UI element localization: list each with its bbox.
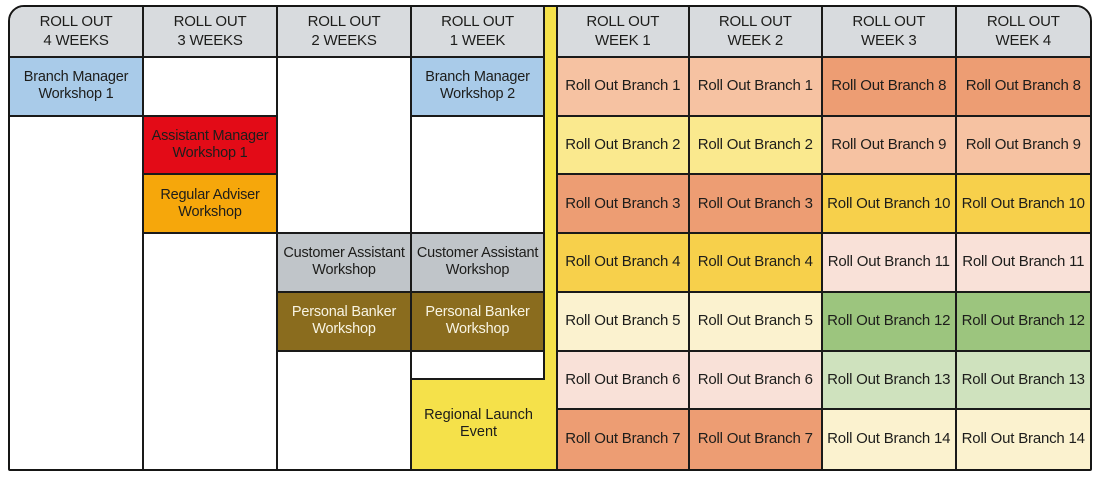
empty-cell xyxy=(278,58,412,235)
workshop-block-customer-assistant-wk1: Customer Assistant Workshop xyxy=(412,234,545,293)
branch-cell: Roll Out Branch 9 xyxy=(956,116,1090,176)
branch-cell: Roll Out Branch 6 xyxy=(689,351,823,411)
branch-cell: Roll Out Branch 8 xyxy=(823,58,957,117)
branch-cell: Roll Out Branch 5 xyxy=(556,292,690,352)
workshop-block-regular-adviser: Regular Adviser Workshop xyxy=(144,175,278,235)
branch-cell: Roll Out Branch 3 xyxy=(689,175,823,235)
header-line-2: WEEK 2 xyxy=(727,31,784,49)
branch-cell: Roll Out Branch 7 xyxy=(556,410,690,469)
header-line-1: ROLL OUT xyxy=(307,13,381,31)
header-line-1: ROLL OUT xyxy=(986,13,1060,31)
branch-cell: Roll Out Branch 9 xyxy=(823,116,957,176)
workshop-block-assistant-manager-1: Assistant Manager Workshop 1 xyxy=(144,116,278,176)
column-header-rollout-1-week: ROLL OUT 1 WEEK xyxy=(412,7,545,58)
empty-cell xyxy=(412,116,545,235)
column-header-rollout-4-weeks: ROLL OUT 4 WEEKS xyxy=(10,7,144,58)
column-header-rollout-week-3: ROLL OUT WEEK 3 xyxy=(823,7,957,58)
branch-cell: Roll Out Branch 1 xyxy=(556,58,690,117)
header-line-2: 3 WEEKS xyxy=(177,31,243,49)
header-line-2: WEEK 4 xyxy=(995,31,1052,49)
branch-cell: Roll Out Branch 12 xyxy=(823,292,957,352)
header-line-1: ROLL OUT xyxy=(173,13,247,31)
launch-event-stack: Regional Launch Event xyxy=(412,351,545,469)
rollout-plan-table: ROLL OUT 4 WEEKS ROLL OUT 3 WEEKS ROLL O… xyxy=(8,5,1092,471)
branch-cell: Roll Out Branch 13 xyxy=(823,351,957,411)
column-header-rollout-2-weeks: ROLL OUT 2 WEEKS xyxy=(278,7,412,58)
branch-cell: Roll Out Branch 10 xyxy=(956,175,1090,235)
branch-cell: Roll Out Branch 14 xyxy=(956,410,1090,469)
workshop-block-branch-manager-2: Branch Manager Workshop 2 xyxy=(412,58,545,117)
event-block-regional-launch: Regional Launch Event xyxy=(412,379,545,469)
branch-cell: Roll Out Branch 8 xyxy=(956,58,1090,117)
empty-cell xyxy=(412,351,545,380)
branch-cell: Roll Out Branch 3 xyxy=(556,175,690,235)
header-line-2: 1 WEEK xyxy=(449,31,506,49)
column-header-rollout-week-2: ROLL OUT WEEK 2 xyxy=(689,7,823,58)
workshop-block-personal-banker-wk2: Personal Banker Workshop xyxy=(278,292,412,352)
empty-cell xyxy=(10,116,144,469)
branch-cell: Roll Out Branch 11 xyxy=(956,234,1090,293)
header-line-2: WEEK 3 xyxy=(861,31,917,49)
launch-day-divider-bar xyxy=(545,7,556,469)
header-line-1: ROLL OUT xyxy=(586,13,660,31)
column-header-rollout-week-4: ROLL OUT WEEK 4 xyxy=(956,7,1090,58)
empty-cell xyxy=(278,351,412,469)
empty-cell xyxy=(144,58,278,117)
branch-cell: Roll Out Branch 5 xyxy=(689,292,823,352)
header-line-1: ROLL OUT xyxy=(441,13,514,31)
branch-cell: Roll Out Branch 11 xyxy=(823,234,957,293)
branch-cell: Roll Out Branch 4 xyxy=(556,234,690,293)
branch-cell: Roll Out Branch 6 xyxy=(556,351,690,411)
branch-cell: Roll Out Branch 2 xyxy=(556,116,690,176)
empty-cell xyxy=(144,234,278,469)
branch-cell: Roll Out Branch 10 xyxy=(823,175,957,235)
branch-cell: Roll Out Branch 1 xyxy=(689,58,823,117)
branch-cell: Roll Out Branch 2 xyxy=(689,116,823,176)
workshop-block-branch-manager-1: Branch Manager Workshop 1 xyxy=(10,58,144,117)
workshop-block-personal-banker-wk1: Personal Banker Workshop xyxy=(412,292,545,352)
header-line-2: 2 WEEKS xyxy=(311,31,377,49)
header-line-2: WEEK 1 xyxy=(595,31,651,49)
workshop-block-customer-assistant-wk2: Customer Assistant Workshop xyxy=(278,234,412,293)
branch-cell: Roll Out Branch 4 xyxy=(689,234,823,293)
header-line-2: 4 WEEKS xyxy=(43,31,109,49)
column-header-rollout-3-weeks: ROLL OUT 3 WEEKS xyxy=(144,7,278,58)
header-line-1: ROLL OUT xyxy=(39,13,113,31)
branch-cell: Roll Out Branch 7 xyxy=(689,410,823,469)
header-line-1: ROLL OUT xyxy=(852,13,926,31)
branch-cell: Roll Out Branch 13 xyxy=(956,351,1090,411)
header-line-1: ROLL OUT xyxy=(718,13,792,31)
branch-cell: Roll Out Branch 14 xyxy=(823,410,957,469)
branch-cell: Roll Out Branch 12 xyxy=(956,292,1090,352)
column-header-rollout-week-1: ROLL OUT WEEK 1 xyxy=(556,7,690,58)
